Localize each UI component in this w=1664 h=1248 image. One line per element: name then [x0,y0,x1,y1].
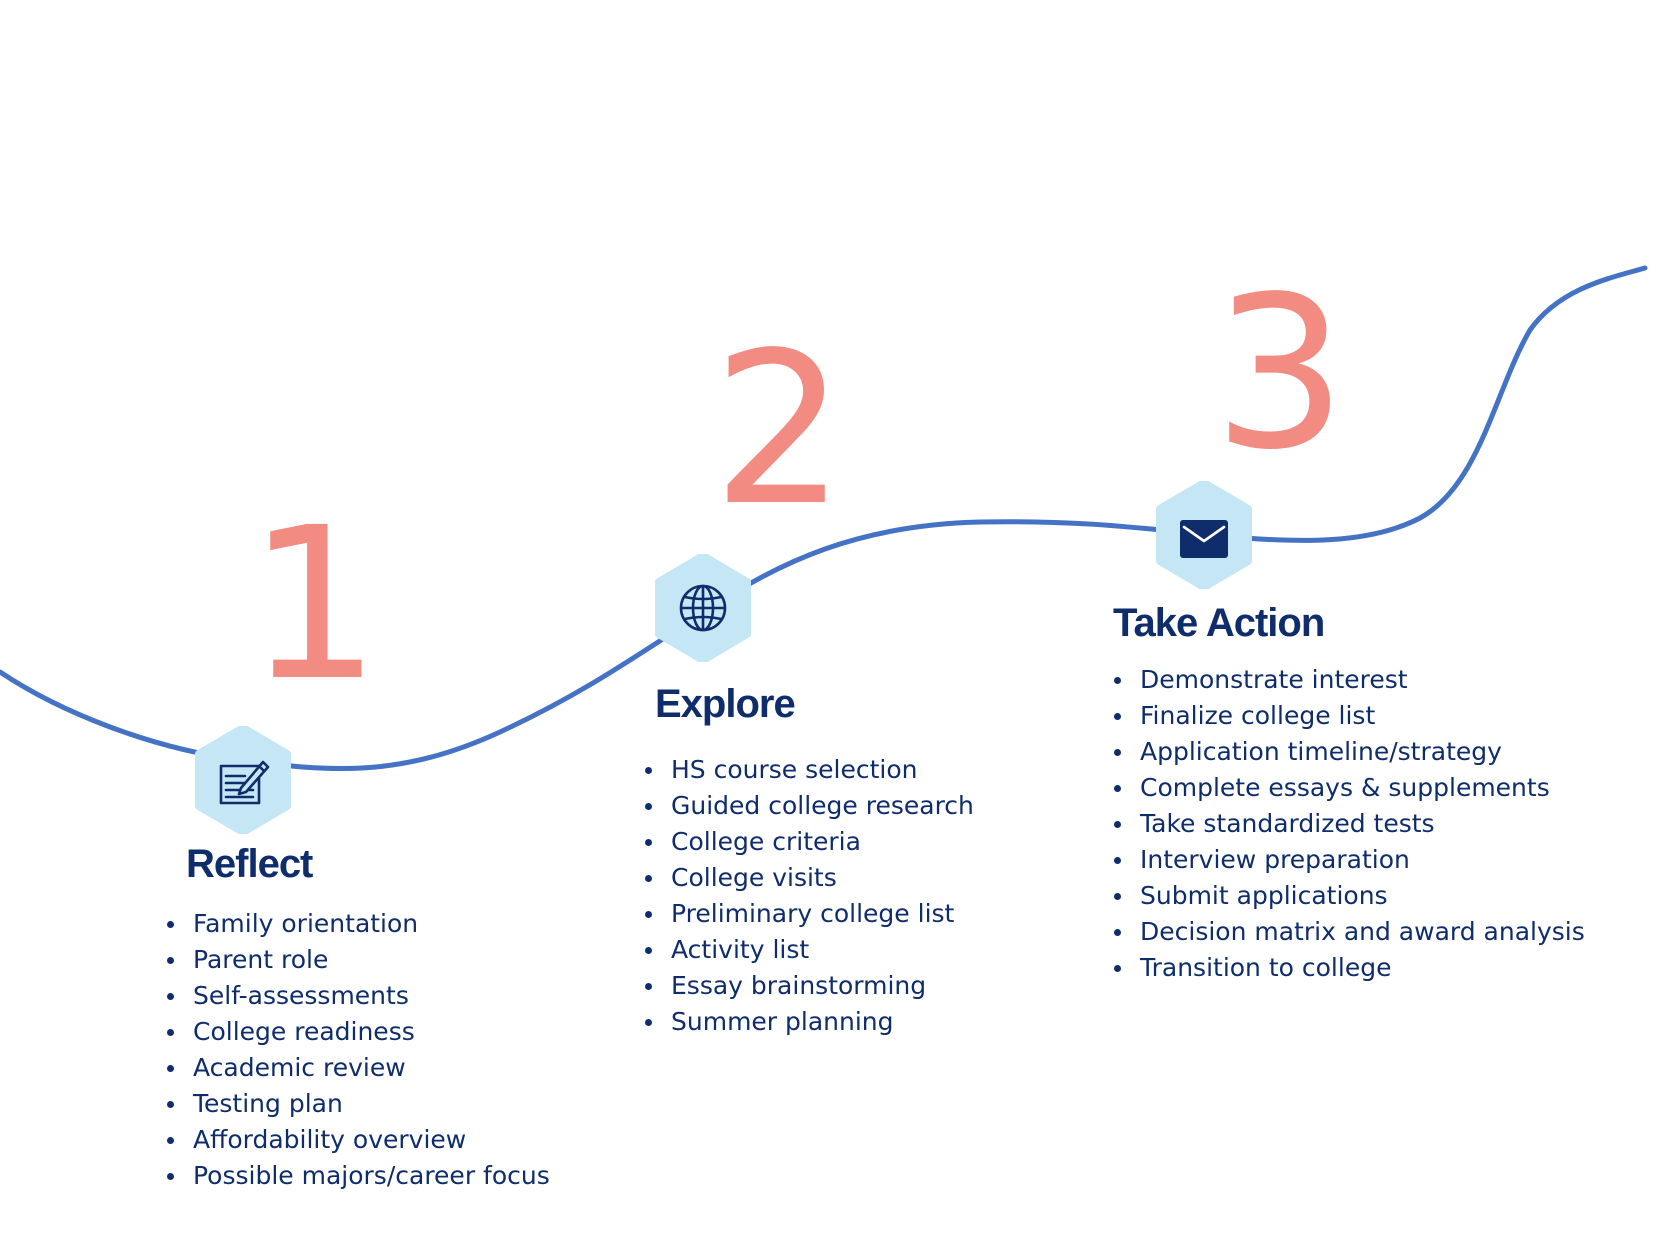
journey-path-line [0,265,1648,772]
hexagon-shape [195,726,291,834]
take-action-task-list: Demonstrate interest Finalize college li… [1107,662,1585,986]
globe-icon [679,584,727,632]
list-item: Academic review [167,1050,550,1086]
list-item: Application timeline/strategy [1114,734,1585,770]
list-item: Essay brainstorming [645,968,974,1004]
step-number-3: 3 [1213,251,1347,496]
list-item: Summer planning [645,1004,974,1040]
list-item: Testing plan [167,1086,550,1122]
list-item: Parent role [167,942,550,978]
list-item: Possible majors/career focus [167,1158,550,1194]
step-title-reflect: Reflect [186,842,313,886]
list-item: Self-assessments [167,978,550,1014]
step-title-explore: Explore [655,682,796,726]
list-item: College criteria [645,824,974,860]
list-item: College visits [645,860,974,896]
list-item: College readiness [167,1014,550,1050]
explore-task-list: HS course selection Guided college resea… [638,752,974,1040]
list-item: Activity list [645,932,974,968]
list-item: Interview preparation [1114,842,1585,878]
list-item: Submit applications [1114,878,1585,914]
step-number-2: 2 [712,307,846,552]
list-item: Finalize college list [1114,698,1585,734]
step-2-badge [653,554,753,662]
reflect-task-list: Family orientation Parent role Self-asse… [160,906,550,1194]
list-item: Preliminary college list [645,896,974,932]
list-item: Demonstrate interest [1114,662,1585,698]
step-3-badge [1154,481,1254,589]
list-item: Transition to college [1114,950,1585,986]
list-item: Family orientation [167,906,550,942]
list-item: Take standardized tests [1114,806,1585,842]
document-edit-icon [219,760,270,805]
envelope-icon [1180,520,1228,558]
list-item: Complete essays & supplements [1114,770,1585,806]
step-1-badge [193,726,293,834]
list-item: Affordability overview [167,1122,550,1158]
list-item: Decision matrix and award analysis [1114,914,1585,950]
list-item: HS course selection [645,752,974,788]
step-number-1: 1 [247,482,381,727]
list-item: Guided college research [645,788,974,824]
step-title-take-action: Take Action [1113,601,1325,645]
